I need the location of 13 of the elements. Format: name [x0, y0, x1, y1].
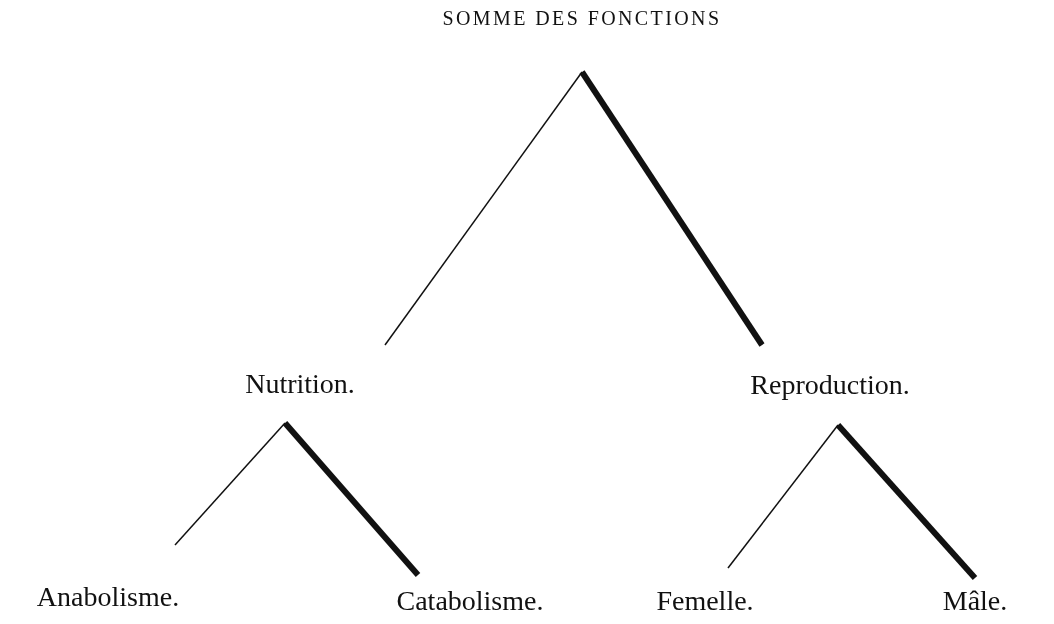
branch-line: [835, 423, 978, 580]
node-label: Nutrition.: [245, 370, 355, 398]
branch-line: [282, 421, 421, 577]
branch-line: [727, 424, 839, 569]
branch-line: [384, 71, 583, 346]
node-label: Mâle.: [942, 587, 1008, 615]
node-label: Femelle.: [656, 587, 754, 615]
node-label: Anabolisme.: [36, 583, 180, 611]
node-label: Catabolisme.: [396, 587, 544, 615]
branch-line: [579, 70, 765, 347]
node-label: Reproduction.: [750, 371, 910, 399]
node-label: SOMME DES FONCTIONS: [442, 8, 722, 28]
branch-line: [174, 422, 286, 546]
